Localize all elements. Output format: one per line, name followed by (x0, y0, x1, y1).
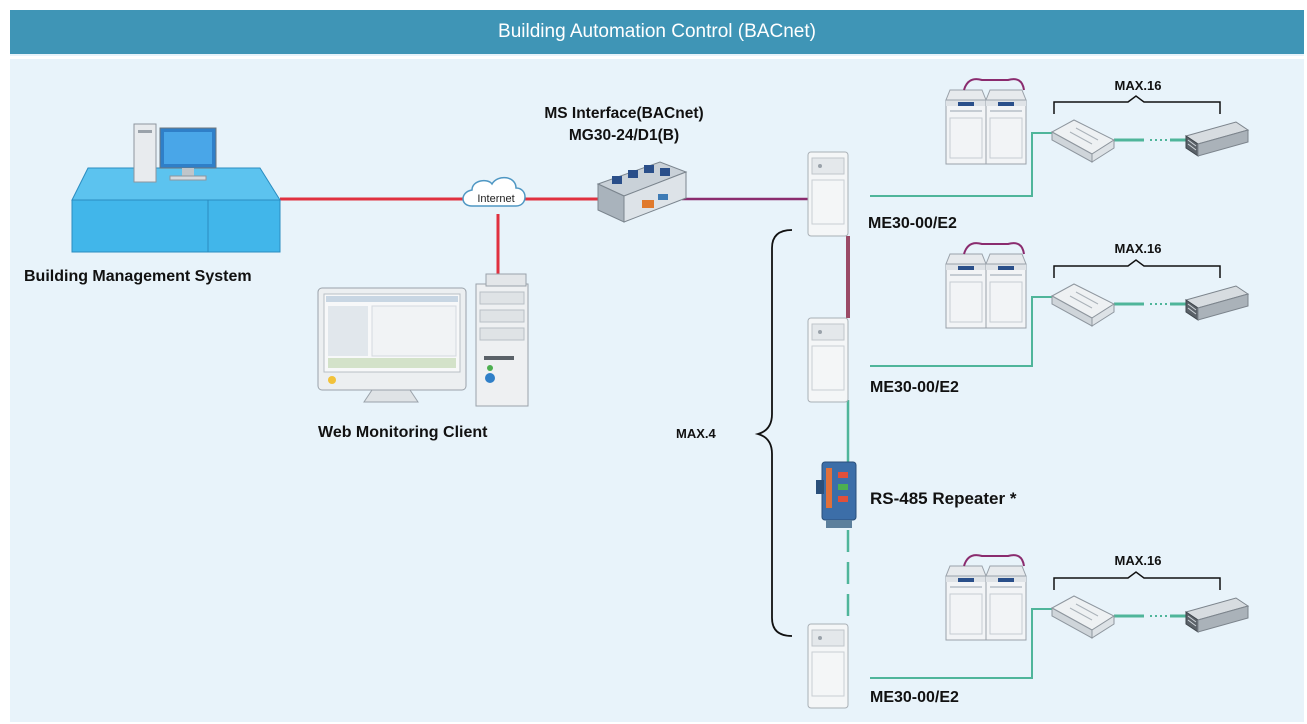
duct-unit-2-icon (1185, 285, 1249, 321)
controller-1-label: ME30-00/E2 (868, 215, 957, 232)
outdoor-unit-group-2-icon (945, 242, 1027, 329)
max-controllers-label: MAX.4 (676, 426, 717, 441)
bms-label: Building Management System (24, 268, 252, 285)
web-client-tower-icon (475, 273, 529, 407)
controller-1-icon (807, 151, 849, 237)
max-units-brace-3 (1053, 571, 1221, 590)
cassette-unit-1-icon (1051, 119, 1115, 163)
max-units-1-label: MAX.16 (1115, 78, 1162, 93)
max-controllers-brace (754, 229, 793, 637)
controller-3-label: ME30-00/E2 (870, 689, 959, 706)
rs485-repeater-icon (816, 461, 857, 528)
controller-3-icon (807, 623, 849, 709)
repeater-label: RS-485 Repeater * (870, 489, 1017, 508)
max-units-brace-1 (1053, 95, 1221, 114)
interface-label-line1: MS Interface(BACnet) (544, 105, 703, 122)
cassette-unit-3-icon (1051, 595, 1115, 639)
internet-label: Internet (477, 193, 514, 205)
outdoor-unit-group-3-icon (945, 554, 1027, 641)
system-diagram: Building Management System Internet (24, 78, 1249, 709)
diagram-frame: Building Automation Control (BACnet) (10, 10, 1304, 722)
duct-unit-1-icon (1185, 121, 1249, 157)
header-divider (10, 56, 1304, 59)
duct-unit-3-icon (1185, 597, 1249, 633)
max-units-2-label: MAX.16 (1115, 241, 1162, 256)
web-client-label: Web Monitoring Client (318, 424, 488, 441)
max-units-3-label: MAX.16 (1115, 553, 1162, 568)
outdoor-unit-group-1-icon (945, 78, 1027, 165)
interface-label-line2: MG30-24/D1(B) (569, 127, 679, 144)
cassette-unit-2-icon (1051, 283, 1115, 327)
internet-cloud-icon (462, 176, 526, 207)
rs485-unit-lines (870, 132, 1188, 679)
web-client-monitor-icon (317, 287, 467, 403)
controller-2-icon (807, 317, 849, 403)
page-title: Building Automation Control (BACnet) (10, 10, 1304, 54)
bacnet-gateway-icon (596, 161, 688, 223)
controller-2-label: ME30-00/E2 (870, 379, 959, 396)
max-units-brace-2 (1053, 259, 1221, 278)
bms-workstation-icon (71, 123, 281, 253)
internet-connection-lines (280, 197, 598, 288)
